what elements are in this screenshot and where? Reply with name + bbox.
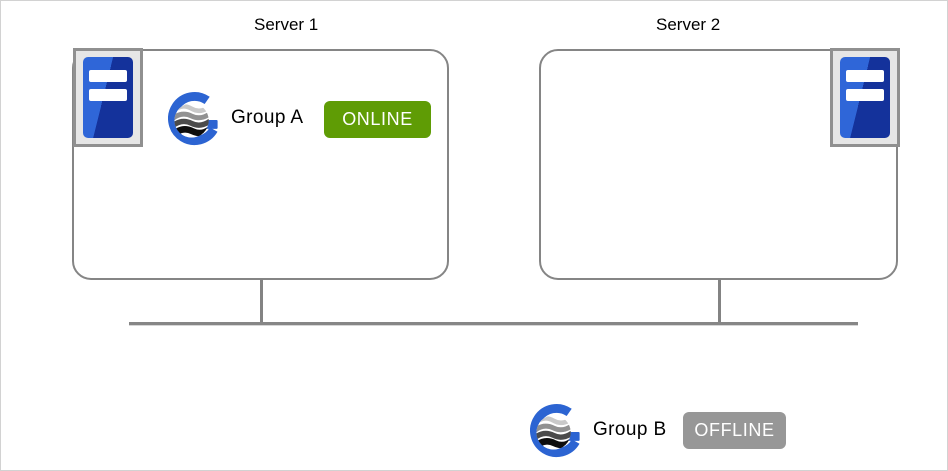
- server1-network-connector: [260, 279, 263, 323]
- group-b-label: Group B: [593, 419, 667, 440]
- group-globe-icon: [168, 92, 218, 146]
- group-globe-icon: [530, 404, 580, 458]
- status-badge-offline: OFFLINE: [683, 412, 786, 449]
- server-tower-icon: [73, 48, 143, 147]
- server2-network-connector: [718, 279, 721, 323]
- status-badge-online: ONLINE: [324, 101, 431, 138]
- server1-label: Server 1: [254, 15, 319, 34]
- network-line: [129, 322, 858, 325]
- group-a-label: Group A: [231, 107, 304, 128]
- server2-label: Server 2: [656, 15, 721, 34]
- server-tower-icon: [830, 48, 900, 147]
